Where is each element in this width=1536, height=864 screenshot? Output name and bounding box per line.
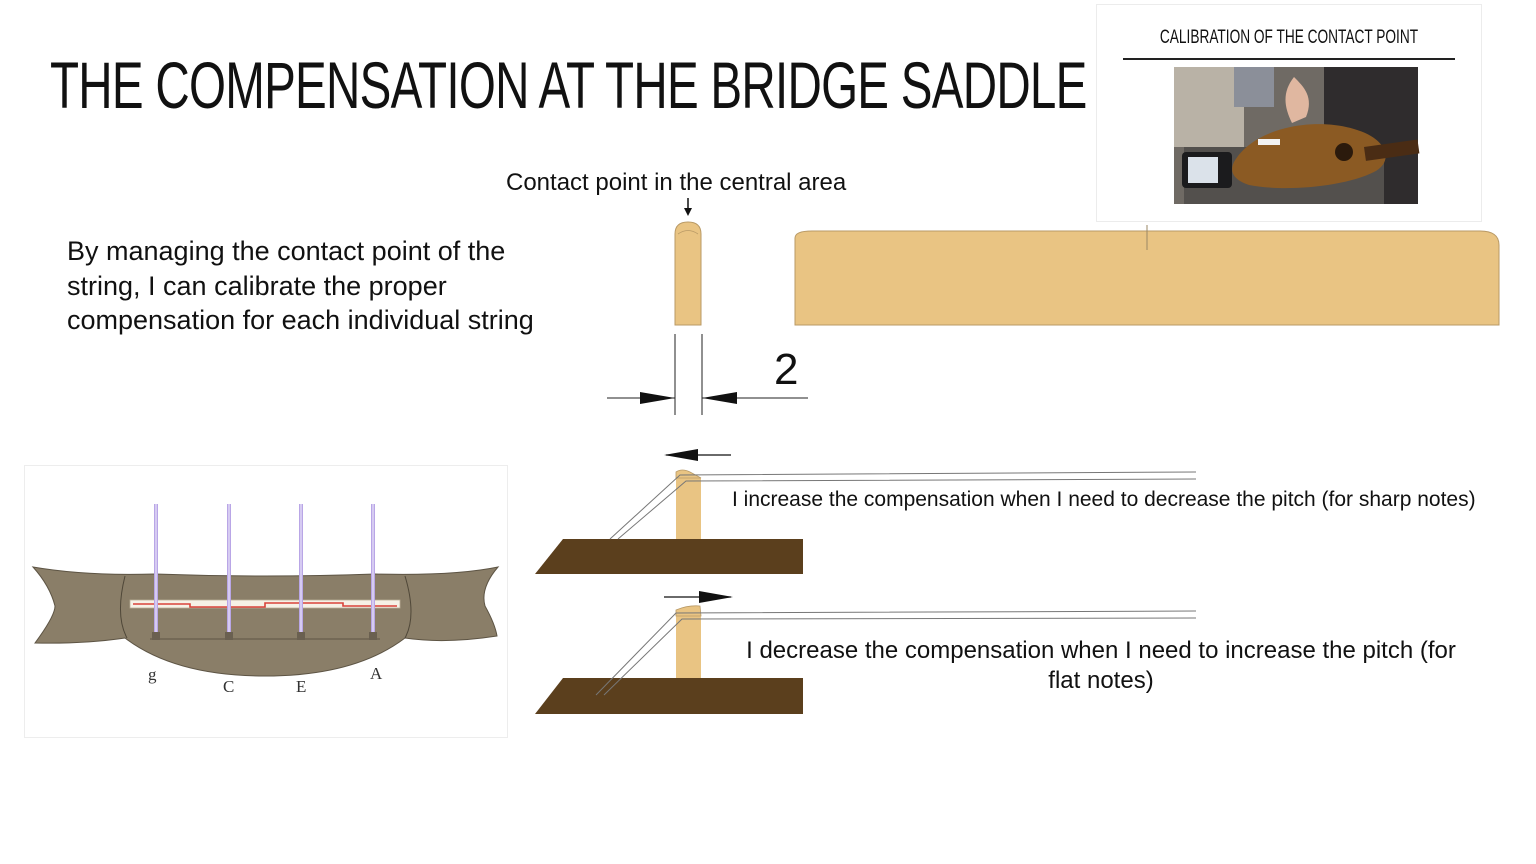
dimension-value: 2: [774, 345, 799, 394]
intro-paragraph: By managing the contact point of the str…: [67, 236, 534, 335]
decrease-compensation-label: I decrease the compensation when I need …: [746, 637, 1456, 694]
increase-compensation-label: I increase the compensation when I need …: [732, 488, 1476, 511]
calibration-card-title: CALIBRATION OF THE CONTACT POINT: [1159, 27, 1419, 48]
dimension-arrow-right: [702, 392, 737, 404]
ukulele-bridge-drawing: [31, 504, 500, 677]
ukulele-bridge-panel: g C E A: [24, 465, 508, 738]
saddle-side-view: [794, 230, 1500, 326]
calibration-card[interactable]: CALIBRATION OF THE CONTACT POINT: [1096, 4, 1482, 222]
contact-arrow-head: [684, 208, 692, 216]
sharp-note-diagram: [535, 449, 1197, 574]
calibration-photo: [1174, 67, 1420, 204]
calibration-title-underline: [1123, 58, 1455, 60]
slide-title: THE COMPENSATION AT THE BRIDGE SADDLE: [50, 48, 1087, 122]
saddle-cross-section: [674, 221, 702, 326]
string-label-g: g: [148, 665, 157, 684]
contact-point-caption: Contact point in the central area: [506, 169, 847, 196]
string-label-c: C: [223, 677, 235, 696]
flat-note-diagram: [535, 591, 1197, 714]
dimension-arrow-left: [640, 392, 675, 404]
string-label-a: A: [370, 664, 383, 683]
string-label-e: E: [296, 677, 307, 696]
